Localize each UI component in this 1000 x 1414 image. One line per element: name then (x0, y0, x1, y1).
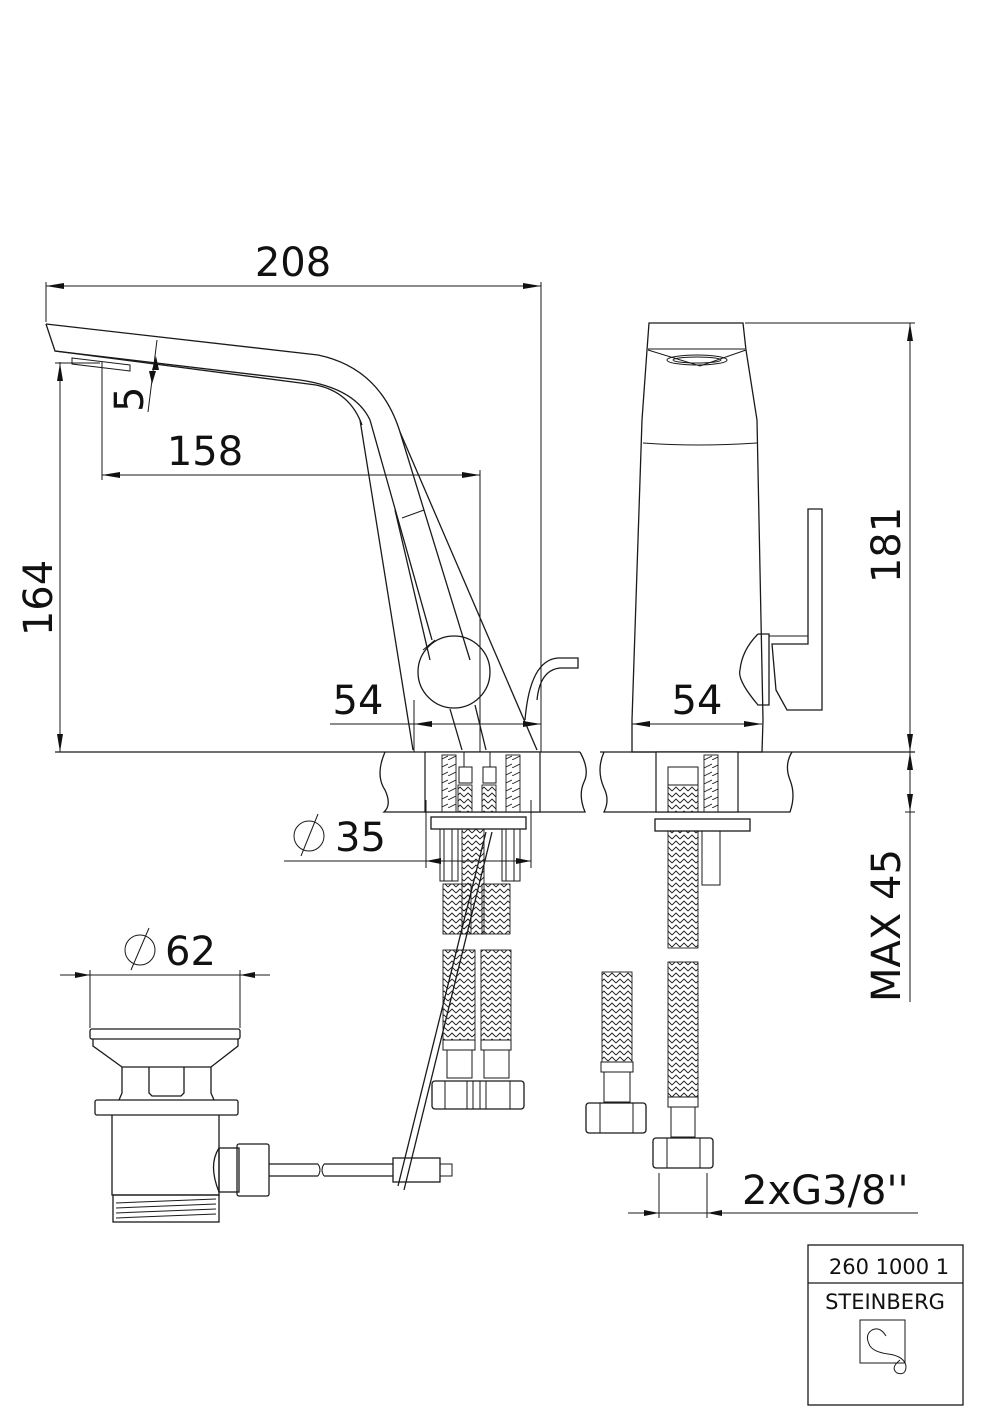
dim-158-label: 158 (167, 429, 243, 475)
waste-fitting: 62 (60, 927, 453, 1223)
dim-62-label: 62 (165, 929, 216, 975)
dim-54-side-label: 54 (333, 678, 384, 724)
dim-connections-label: 2xG3/8'' (742, 1168, 908, 1214)
dimension-base-width-front: 54 (632, 678, 762, 727)
dimension-overall-width: 208 (45, 240, 542, 752)
dimension-waste-diameter: 62 (60, 927, 270, 1028)
side-view: 208 5 (16, 240, 587, 1191)
dimension-aerator-offset: 5 (107, 339, 159, 413)
dim-max45-label: MAX 45 (864, 849, 910, 1002)
dimension-side-height: 164 (16, 362, 100, 752)
dimension-max-deck-thickness: MAX 45 (864, 752, 915, 1002)
dim-5-label: 5 (107, 387, 153, 412)
dim-54-front-label: 54 (672, 678, 723, 724)
steinberg-logo-icon (859, 1319, 907, 1375)
dimension-spout-reach: 158 (101, 362, 481, 752)
deck-section-side (379, 751, 587, 813)
dim-164-label: 164 (16, 560, 62, 636)
dimension-mounting-hole: 35 (284, 800, 532, 868)
spout (45, 323, 579, 751)
brand-name: STEINBERG (825, 1290, 945, 1314)
dimension-base-width-side: 54 (330, 678, 541, 752)
dim-35-label: 35 (335, 815, 386, 861)
dim-208-label: 208 (255, 240, 331, 286)
front-view: 54 181 (585, 322, 918, 1218)
dim-181-label: 181 (864, 507, 910, 583)
title-block: 260 1000 1 STEINBERG (807, 1244, 964, 1406)
article-number: 260 1000 1 (829, 1255, 949, 1279)
dimension-connections: 2xG3/8'' (628, 1168, 918, 1218)
deck-section-front (599, 751, 794, 813)
dimension-front-height: 181 (745, 322, 915, 752)
mounting-hardware-side (397, 816, 527, 1191)
